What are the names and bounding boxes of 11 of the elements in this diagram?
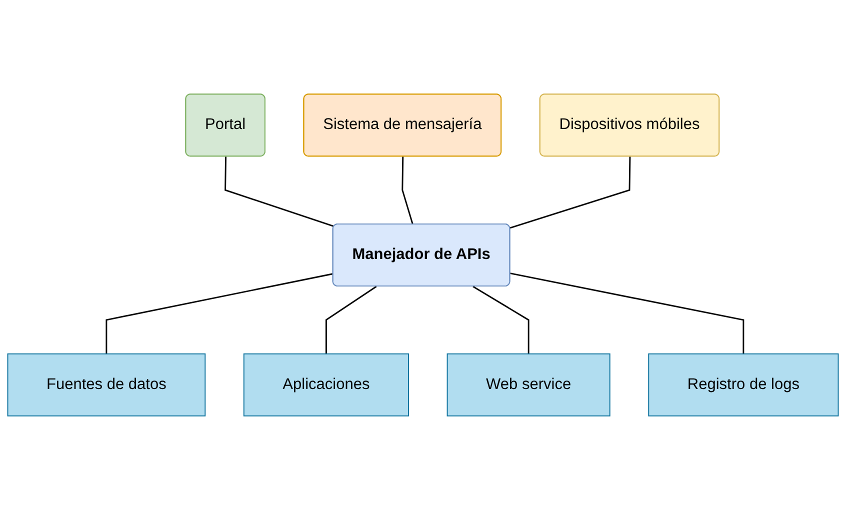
connector	[510, 156, 631, 229]
connector	[472, 286, 530, 354]
connector	[106, 273, 334, 354]
node-box: Web service	[446, 353, 610, 416]
node-box: Registro de logs	[648, 353, 839, 416]
connector	[402, 156, 414, 225]
node-box: Aplicaciones	[243, 353, 409, 416]
connector	[510, 272, 744, 354]
connector	[224, 156, 334, 228]
node-box: Fuentes de datos	[7, 353, 206, 416]
connector	[325, 286, 377, 354]
